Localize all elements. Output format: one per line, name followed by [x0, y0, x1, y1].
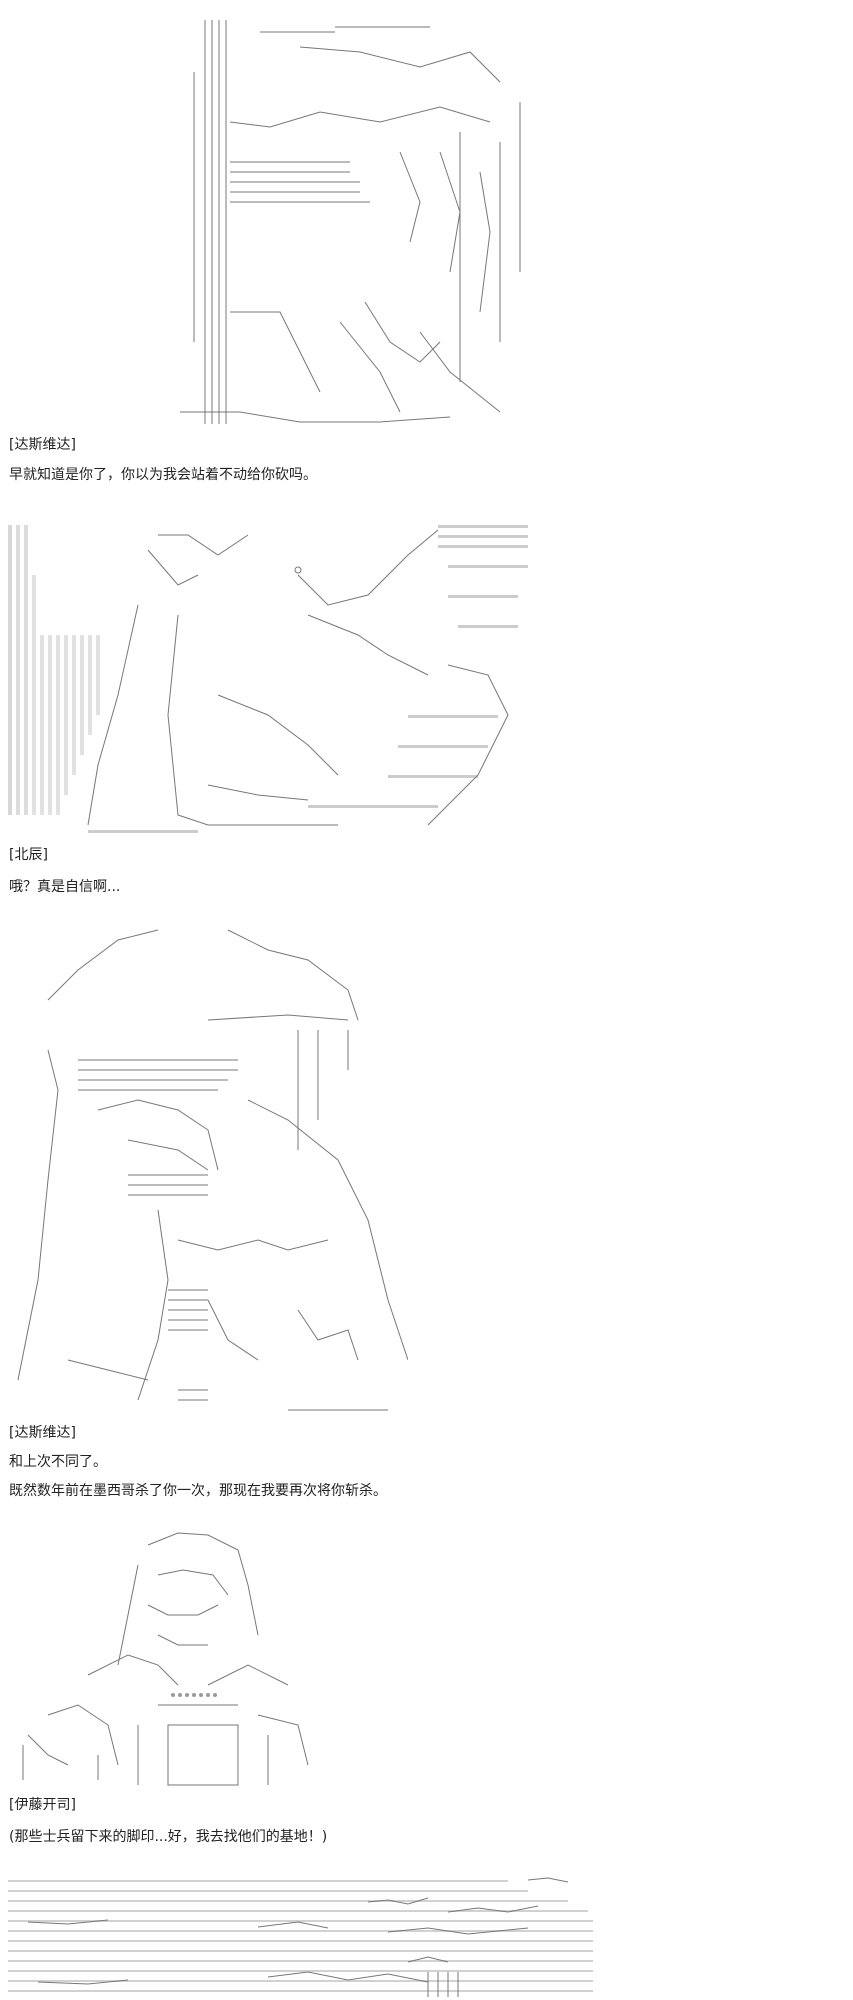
speaker-name: [北辰] — [9, 847, 48, 863]
dialogue-line: 早就知道是你了，你以为我会站着不动给你砍吗。 — [9, 467, 317, 483]
ascii-art-drawing — [8, 1877, 593, 1997]
speaker-name: [伊藤开司] — [9, 1797, 76, 1813]
dialogue-line: 既然数年前在墨西哥杀了你一次，那现在我要再次将你斩杀。 — [9, 1483, 387, 1499]
ascii-art-drawing — [180, 20, 521, 424]
ascii-art-drawing — [17, 929, 408, 1411]
ascii-art-ground-footprints — [8, 1872, 598, 2000]
dialogue-line: (那些士兵留下来的脚印...好，我去找他们的基地！) — [9, 1829, 328, 1845]
dialogue-line: 和上次不同了。 — [9, 1454, 107, 1470]
speaker-name: [达斯维达] — [9, 437, 76, 453]
ascii-art-drawing — [22, 1532, 309, 1786]
dialogue-line: 哦？真是自信啊... — [9, 879, 121, 895]
ascii-art-drawing — [8, 525, 528, 833]
speaker-name: [达斯维达] — [9, 1425, 76, 1441]
ascii-art-figure-with-sword — [120, 12, 540, 432]
ascii-art-figure-close-up — [8, 920, 408, 1420]
ascii-art-hooded-figure — [8, 1525, 328, 1790]
ascii-art-figure-in-shadow — [8, 515, 538, 840]
